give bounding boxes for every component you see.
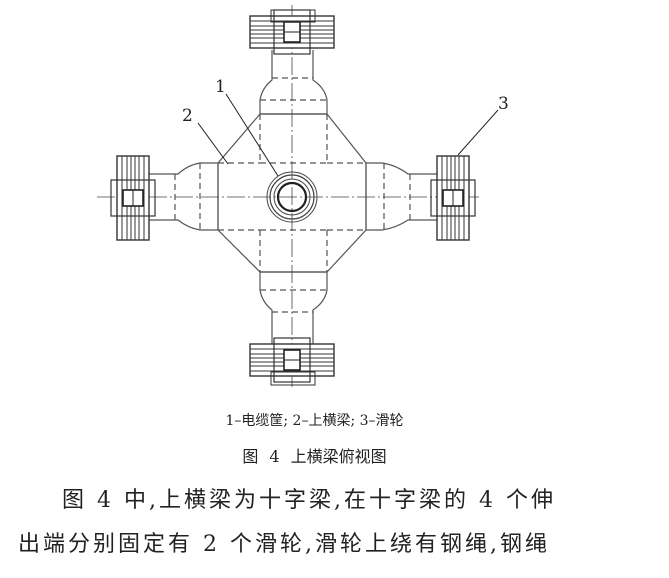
body-text-line: 出端分别固定有 2 个滑轮,滑轮上绕有钢绳,钢绳 — [18, 532, 550, 557]
crossbeam-outline — [148, 50, 438, 345]
pulley-bottom — [249, 337, 335, 386]
pulley-top — [249, 9, 335, 55]
label-1: 1 — [215, 77, 226, 97]
label-2: 2 — [182, 106, 193, 126]
figure-legend: 1–电缆筐; 2–上横梁; 3–滑轮 — [225, 413, 404, 429]
body-text-line: 图 4 中,上横梁为十字梁,在十字梁的 4 个伸 — [62, 488, 556, 513]
crossbeam-top-view-drawing: 1 2 3 — [97, 5, 509, 390]
pulley-right — [430, 155, 476, 241]
label-3: 3 — [498, 94, 509, 114]
cable-basket — [266, 171, 318, 223]
pulley-left — [110, 155, 156, 241]
centerlines — [97, 5, 480, 390]
figure-caption: 图 4 上横梁俯视图 — [242, 447, 387, 466]
